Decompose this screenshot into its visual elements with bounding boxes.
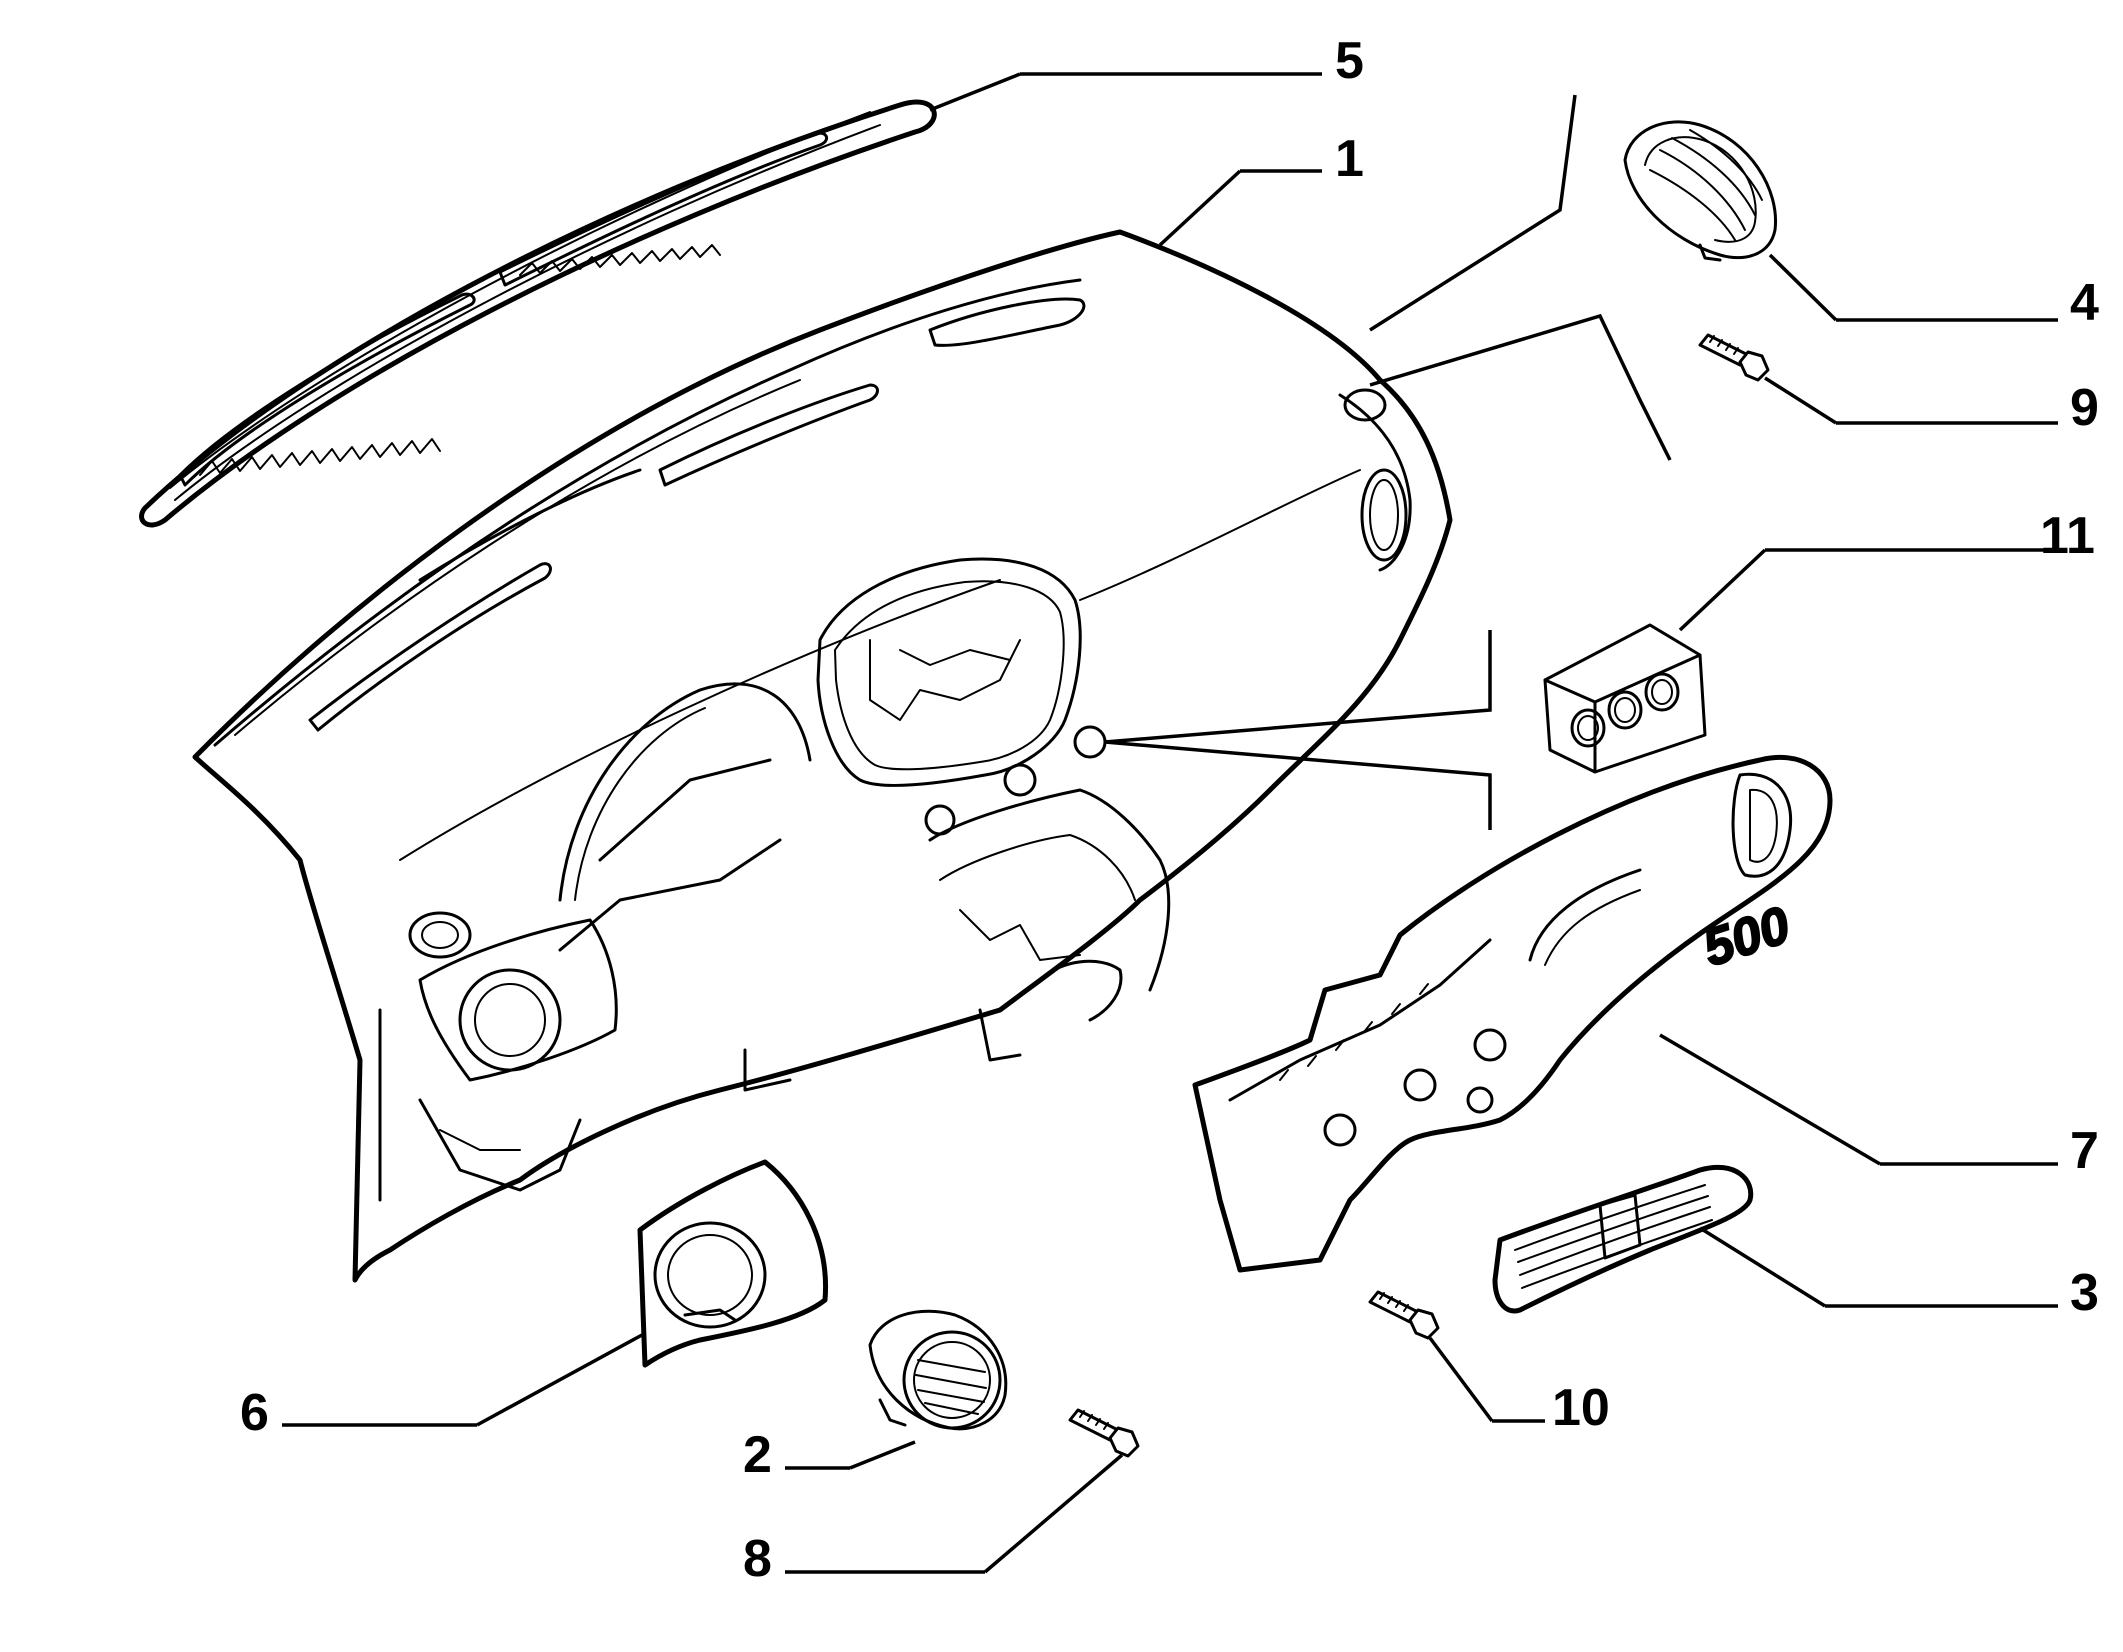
callout-leaders — [282, 72, 2058, 1574]
part-5-windscreen-vent-strip — [139, 99, 937, 528]
part-8-screw — [1068, 1408, 1140, 1458]
part-1-dashboard-panel — [192, 229, 1453, 1283]
callout-4: 4 — [2070, 274, 2099, 332]
callout-7: 7 — [2070, 1122, 2099, 1180]
part-10-screw — [1368, 1290, 1440, 1340]
callout-3: 3 — [2070, 1264, 2099, 1322]
callout-8: 8 — [743, 1530, 772, 1588]
part-9-screw — [1698, 333, 1770, 382]
part-4-round-air-vent — [1623, 120, 1778, 262]
part-7-passenger-dash-trim: 500 — [1192, 754, 1833, 1273]
part-11-switch-bezel — [1543, 623, 1707, 774]
callout-labels: 5 1 4 9 11 7 3 10 6 2 8 — [240, 32, 2099, 1588]
part-6-left-vent-housing — [637, 1159, 829, 1368]
part-3-center-air-vent — [1492, 1164, 1754, 1314]
part-2-round-air-vent — [868, 1309, 1008, 1431]
detail-leaders — [1073, 94, 1672, 830]
callout-11: 11 — [2040, 507, 2095, 565]
callout-1: 1 — [1335, 130, 1364, 188]
callout-9: 9 — [2070, 379, 2099, 437]
callout-2: 2 — [743, 1426, 772, 1484]
callout-5: 5 — [1335, 32, 1364, 90]
callout-10: 10 — [1552, 1379, 1610, 1437]
callout-6: 6 — [240, 1384, 269, 1442]
